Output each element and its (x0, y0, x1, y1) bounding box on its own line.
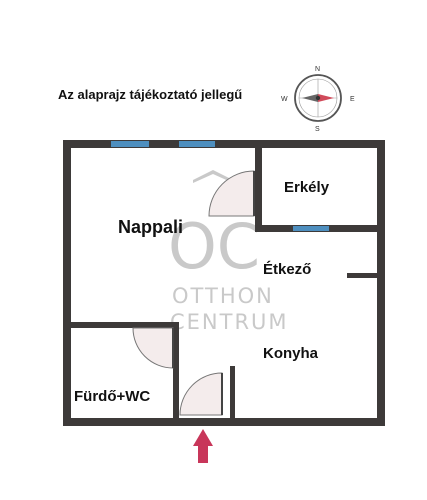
watermark-logo: OC (168, 210, 260, 283)
room-label-etkezo: Étkező (263, 261, 311, 278)
room-label-erkely: Erkély (284, 179, 330, 196)
windows (111, 141, 329, 231)
watermark-line1: OTTHON (172, 284, 274, 308)
doors (132, 170, 255, 416)
watermark-line2: CENTRUM (170, 310, 289, 334)
room-label-konyha: Konyha (263, 345, 319, 362)
compass-north-label: N (315, 66, 320, 73)
window-living-1 (111, 141, 149, 147)
window-living-2 (179, 141, 215, 147)
compass-west-label: W (281, 96, 288, 103)
compass-rose-icon: N E S W (281, 66, 355, 133)
compass-south-label: S (315, 126, 320, 133)
entrance-arrow-icon (193, 429, 213, 463)
watermark: OC OTTHON CENTRUM (168, 170, 289, 334)
disclaimer-text: Az alaprajz tájékoztató jellegű (58, 87, 242, 102)
room-label-furdo: Fürdő+WC (74, 388, 150, 405)
window-balcony (293, 226, 329, 231)
room-label-nappali: Nappali (118, 217, 183, 237)
compass-east-label: E (350, 96, 355, 103)
